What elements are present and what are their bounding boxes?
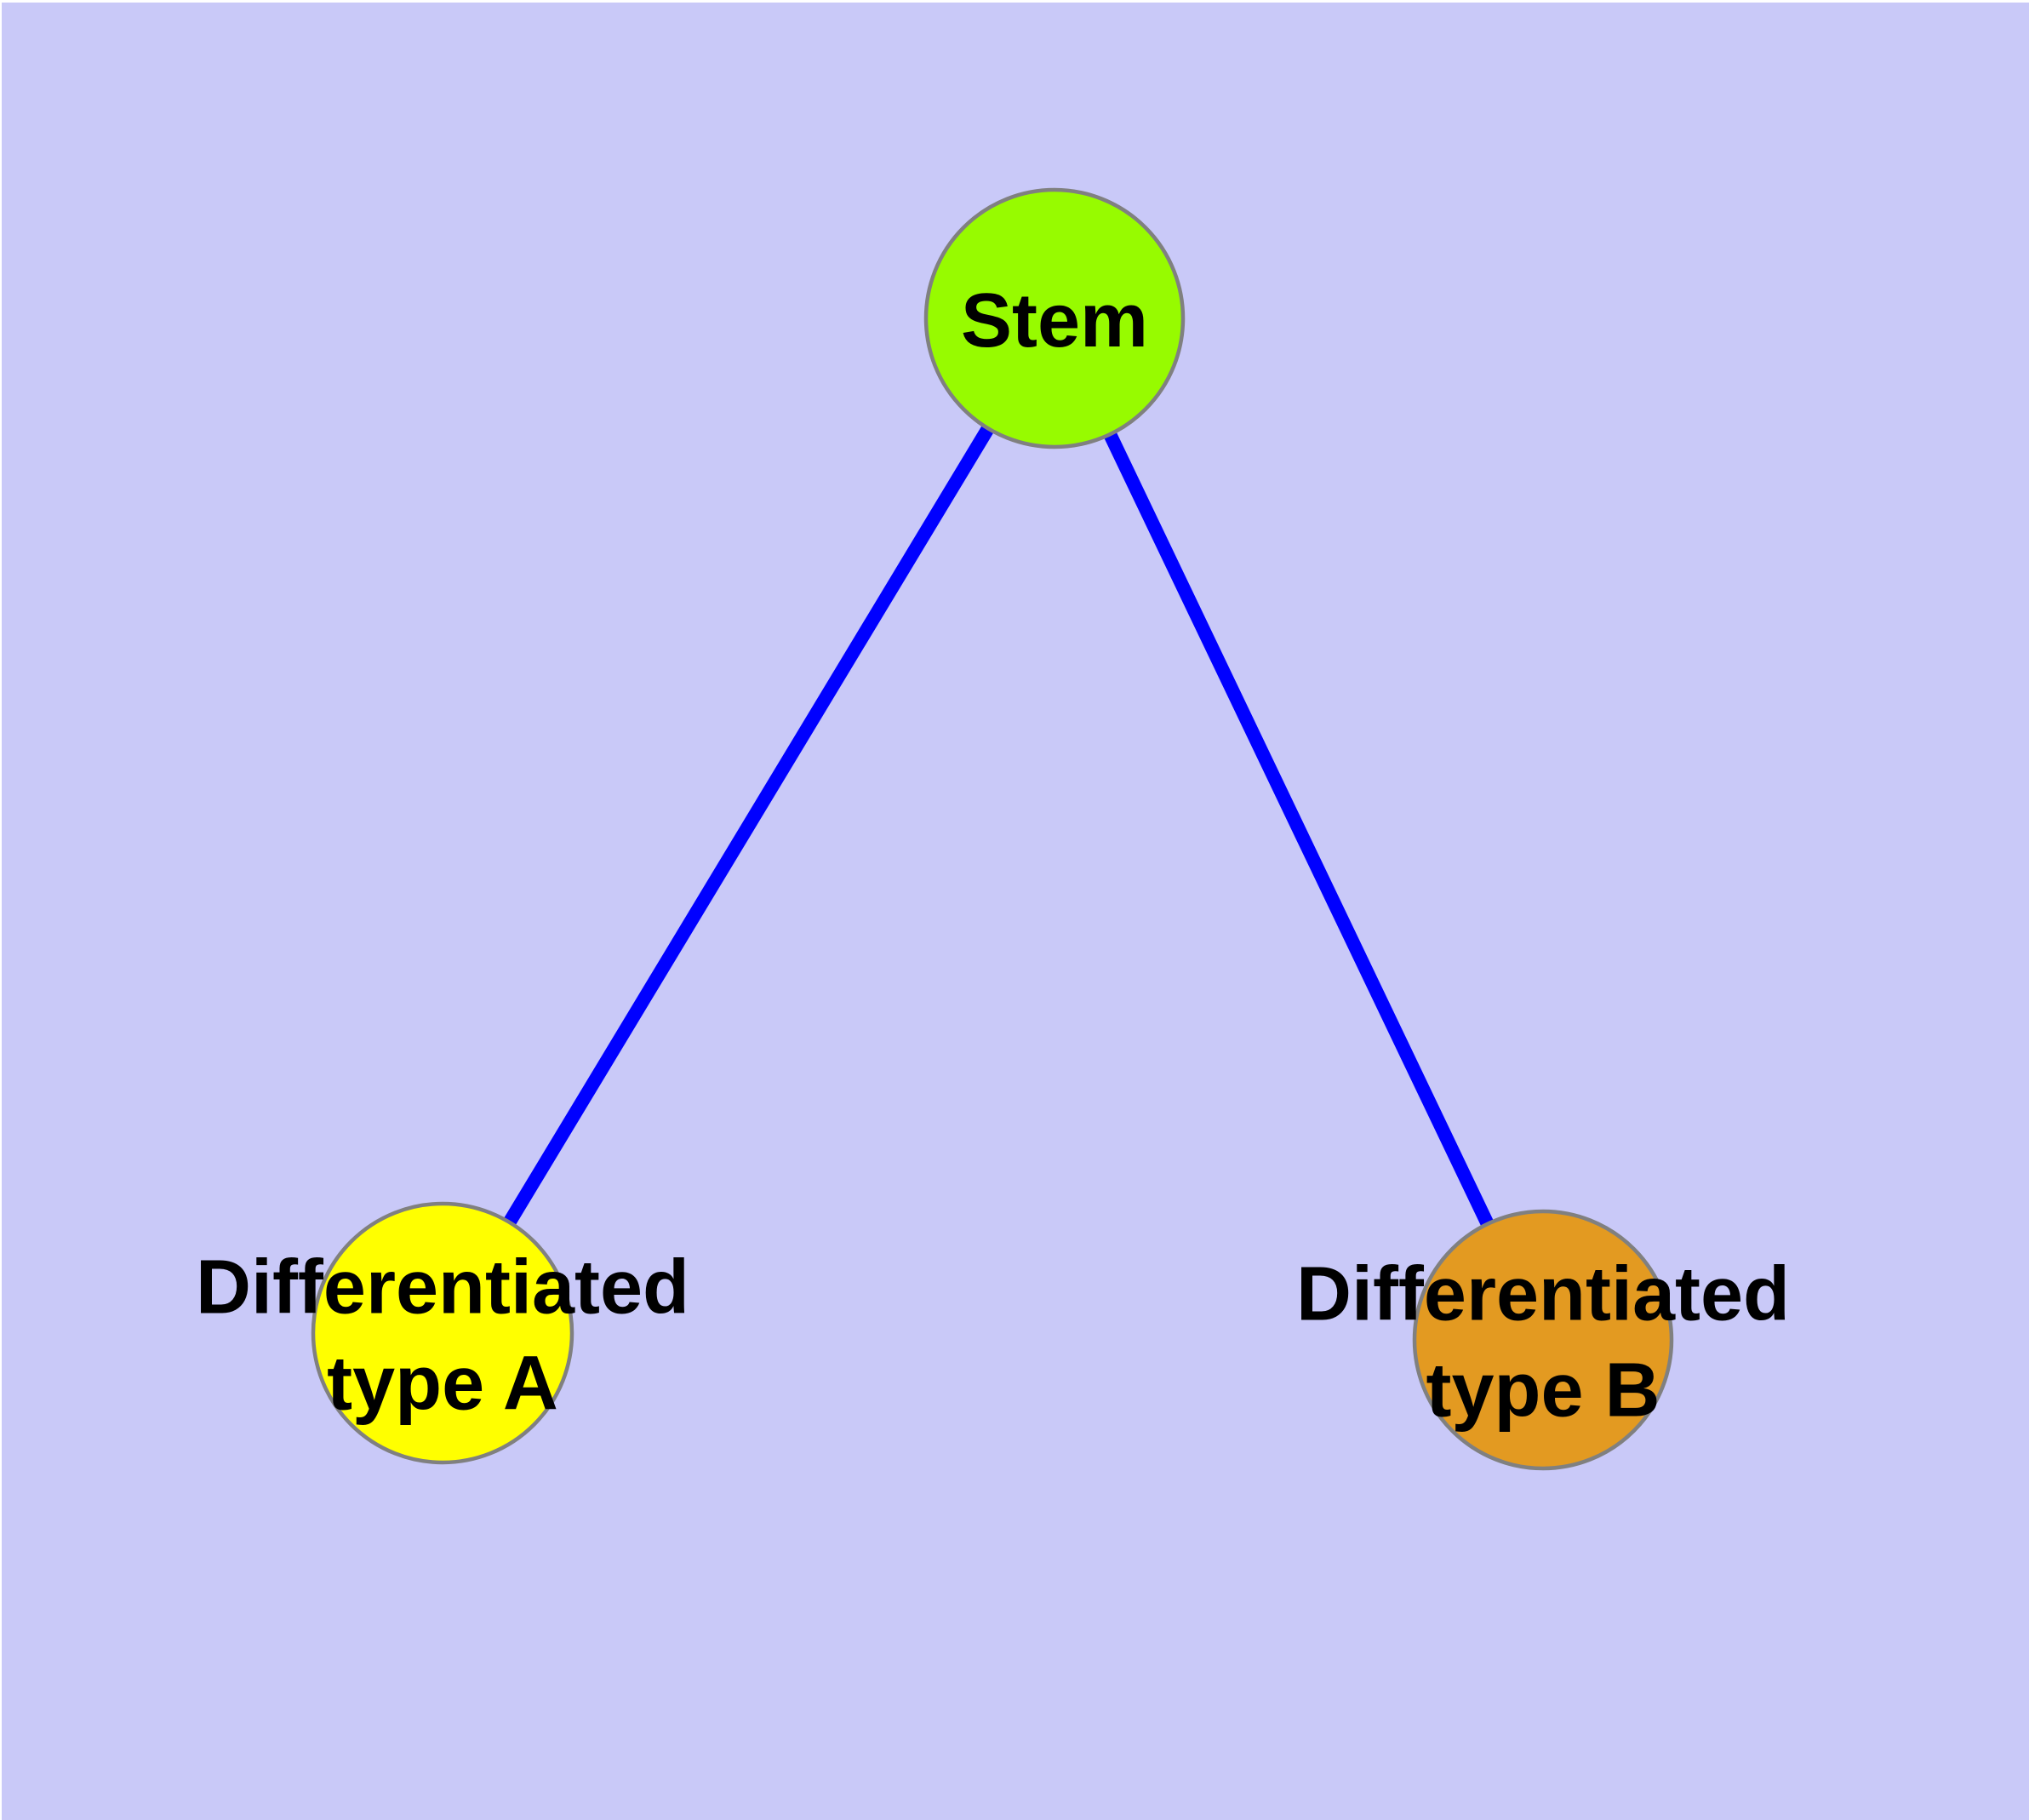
- node-stem: Stem: [923, 187, 1186, 449]
- edge-stem-to-differentiated-type-b: [1048, 315, 1550, 1343]
- edge-stem-to-differentiated-type-a: [437, 314, 1060, 1337]
- node-differentiated-type-b: Differentiated type B: [1296, 1209, 1790, 1471]
- node-label-line: type A: [327, 1342, 558, 1427]
- node-circle-differentiated-type-b: [1412, 1209, 1674, 1471]
- node-circle-differentiated-type-a: [311, 1201, 574, 1465]
- node-label-differentiated-type-b: Differentiated type B: [1296, 1252, 1790, 1434]
- node-label-differentiated-type-a: Differentiated type A: [196, 1245, 689, 1427]
- node-circle-stem: [923, 187, 1186, 449]
- node-label-stem: Stem: [961, 278, 1148, 363]
- node-label-line: Differentiated: [196, 1245, 689, 1331]
- node-label-line: type B: [1426, 1348, 1660, 1434]
- edges-layer: [437, 314, 1550, 1343]
- node-label-line: Stem: [961, 278, 1148, 363]
- node-differentiated-type-a: Differentiated type A: [196, 1201, 689, 1465]
- node-label-line: Differentiated: [1296, 1252, 1790, 1337]
